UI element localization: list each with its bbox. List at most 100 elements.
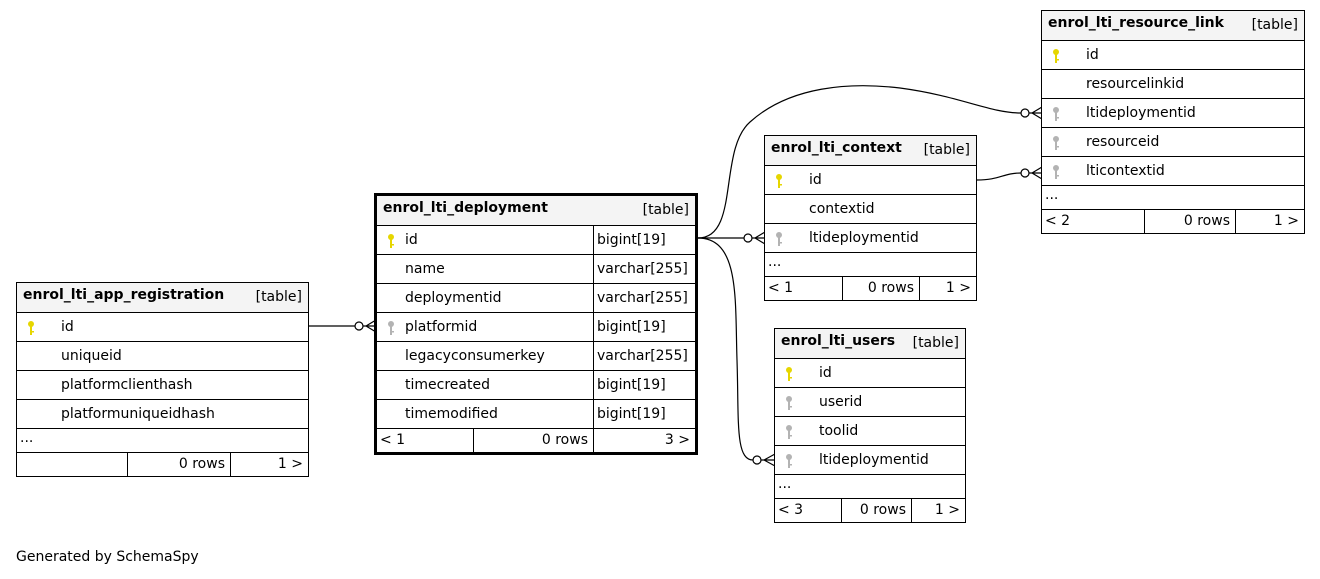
column-row-ltideploymentid[interactable]: ltideploymentid xyxy=(775,446,965,475)
table-header: enrol_lti_context [table] xyxy=(765,136,976,166)
column-row-resourcelinkid[interactable]: resourcelinkid xyxy=(1042,70,1304,99)
foreign-key-icon xyxy=(1050,164,1062,180)
column-row-timecreated[interactable]: timecreated bigint[19] xyxy=(377,371,695,400)
primary-key-icon xyxy=(25,320,37,336)
more-columns-ellipsis: ... xyxy=(1042,186,1304,210)
parents-link-label: < 2 xyxy=(1045,213,1071,229)
column-name: timemodified xyxy=(405,406,498,422)
column-name: id xyxy=(1086,47,1099,63)
column-row-id[interactable]: id xyxy=(17,313,308,342)
footer-divider xyxy=(127,453,128,476)
column-row-ltideploymentid[interactable]: ltideploymentid xyxy=(1042,99,1304,128)
column-row-timemodified[interactable]: timemodified bigint[19] xyxy=(377,400,695,429)
table-type: [table] xyxy=(912,335,959,351)
column-row-id[interactable]: id xyxy=(765,166,976,195)
footer-parents-link[interactable]: < 1 xyxy=(765,277,842,300)
footer-parents-link[interactable] xyxy=(17,453,127,476)
footer-divider xyxy=(842,277,843,300)
column-row-ltideploymentid[interactable]: ltideploymentid xyxy=(765,224,976,253)
column-row-lticontextid[interactable]: lticontextid xyxy=(1042,157,1304,186)
column-row-id[interactable]: id xyxy=(775,359,965,388)
ellipsis-text: ... xyxy=(1045,187,1059,203)
column-divider xyxy=(593,255,594,283)
column-type: bigint[19] xyxy=(597,406,666,422)
footer-children-link[interactable]: 1 > xyxy=(911,499,965,522)
table-header: enrol_lti_resource_link [table] xyxy=(1042,11,1304,41)
footer-divider xyxy=(1235,210,1236,233)
footer-children-link[interactable]: 1 > xyxy=(1235,210,1304,233)
table-enrol-lti-context[interactable]: enrol_lti_context [table] id contextid lti… xyxy=(764,135,977,301)
table-footer: < 3 0 rows 1 > xyxy=(775,499,965,522)
column-name: ltideploymentid xyxy=(809,230,919,246)
column-name: timecreated xyxy=(405,377,490,393)
footer-divider xyxy=(593,429,594,452)
footer-divider xyxy=(1144,210,1145,233)
foreign-key-icon xyxy=(1050,106,1062,122)
column-name: platformclienthash xyxy=(61,377,193,393)
more-columns-ellipsis: ... xyxy=(765,253,976,277)
column-divider xyxy=(593,226,594,254)
column-row-uniqueid[interactable]: uniqueid xyxy=(17,342,308,371)
column-row-userid[interactable]: userid xyxy=(775,388,965,417)
footer-parents-link[interactable]: < 3 xyxy=(775,499,841,522)
children-link-label: 1 > xyxy=(934,502,960,518)
primary-key-icon xyxy=(385,233,397,249)
footer-children-link[interactable]: 1 > xyxy=(919,277,976,300)
column-row-id[interactable]: id xyxy=(1042,41,1304,70)
column-row-toolid[interactable]: toolid xyxy=(775,417,965,446)
column-name: resourcelinkid xyxy=(1086,76,1185,92)
ellipsis-text: ... xyxy=(20,430,34,446)
parents-link-label: < 1 xyxy=(380,432,406,448)
column-row-name[interactable]: name varchar[255] xyxy=(377,255,695,284)
column-row-contextid[interactable]: contextid xyxy=(765,195,976,224)
row-count-label: 0 rows xyxy=(178,456,225,472)
column-type: varchar[255] xyxy=(597,261,688,277)
column-name: id xyxy=(61,319,74,335)
footer-parents-link[interactable]: < 2 xyxy=(1042,210,1144,233)
column-row-id[interactable]: id bigint[19] xyxy=(377,226,695,255)
column-name: deploymentid xyxy=(405,290,502,306)
ellipsis-text: ... xyxy=(768,254,782,270)
table-name: enrol_lti_resource_link xyxy=(1048,15,1224,31)
table-type: [table] xyxy=(1251,17,1298,33)
children-link-label: 1 > xyxy=(945,280,971,296)
foreign-key-icon xyxy=(783,453,795,469)
more-columns-ellipsis: ... xyxy=(17,429,308,453)
footer-divider xyxy=(473,429,474,452)
table-footer: < 1 0 rows 3 > xyxy=(377,429,695,452)
column-divider xyxy=(593,371,594,399)
row-count-label: 0 rows xyxy=(541,432,588,448)
column-type: bigint[19] xyxy=(597,232,666,248)
column-row-deploymentid[interactable]: deploymentid varchar[255] xyxy=(377,284,695,313)
column-type: varchar[255] xyxy=(597,290,688,306)
footer-children-link[interactable]: 3 > xyxy=(593,429,695,452)
parents-link-label: < 3 xyxy=(778,502,804,518)
generated-by-credit: Generated by SchemaSpy xyxy=(16,549,199,565)
foreign-key-icon xyxy=(783,424,795,440)
table-name: enrol_lti_deployment xyxy=(383,200,548,216)
footer-row-count: 0 rows xyxy=(841,499,911,522)
footer-children-link[interactable]: 1 > xyxy=(230,453,308,476)
column-row-platformuniqueidhash[interactable]: platformuniqueidhash xyxy=(17,400,308,429)
column-name: name xyxy=(405,261,445,277)
table-enrol-lti-resource-link[interactable]: enrol_lti_resource_link [table] id resour… xyxy=(1041,10,1305,234)
column-name: contextid xyxy=(809,201,875,217)
column-divider xyxy=(593,400,594,428)
table-type: [table] xyxy=(923,142,970,158)
column-divider xyxy=(593,284,594,312)
column-row-resourceid[interactable]: resourceid xyxy=(1042,128,1304,157)
column-type: varchar[255] xyxy=(597,348,688,364)
column-name: platformid xyxy=(405,319,478,335)
table-type: [table] xyxy=(642,202,689,218)
footer-parents-link[interactable]: < 1 xyxy=(377,429,473,452)
table-enrol-lti-deployment[interactable]: enrol_lti_deployment [table] id bigint[19… xyxy=(374,193,698,455)
column-row-platformclienthash[interactable]: platformclienthash xyxy=(17,371,308,400)
column-type: bigint[19] xyxy=(597,377,666,393)
column-divider xyxy=(593,342,594,370)
column-name: id xyxy=(405,232,418,248)
